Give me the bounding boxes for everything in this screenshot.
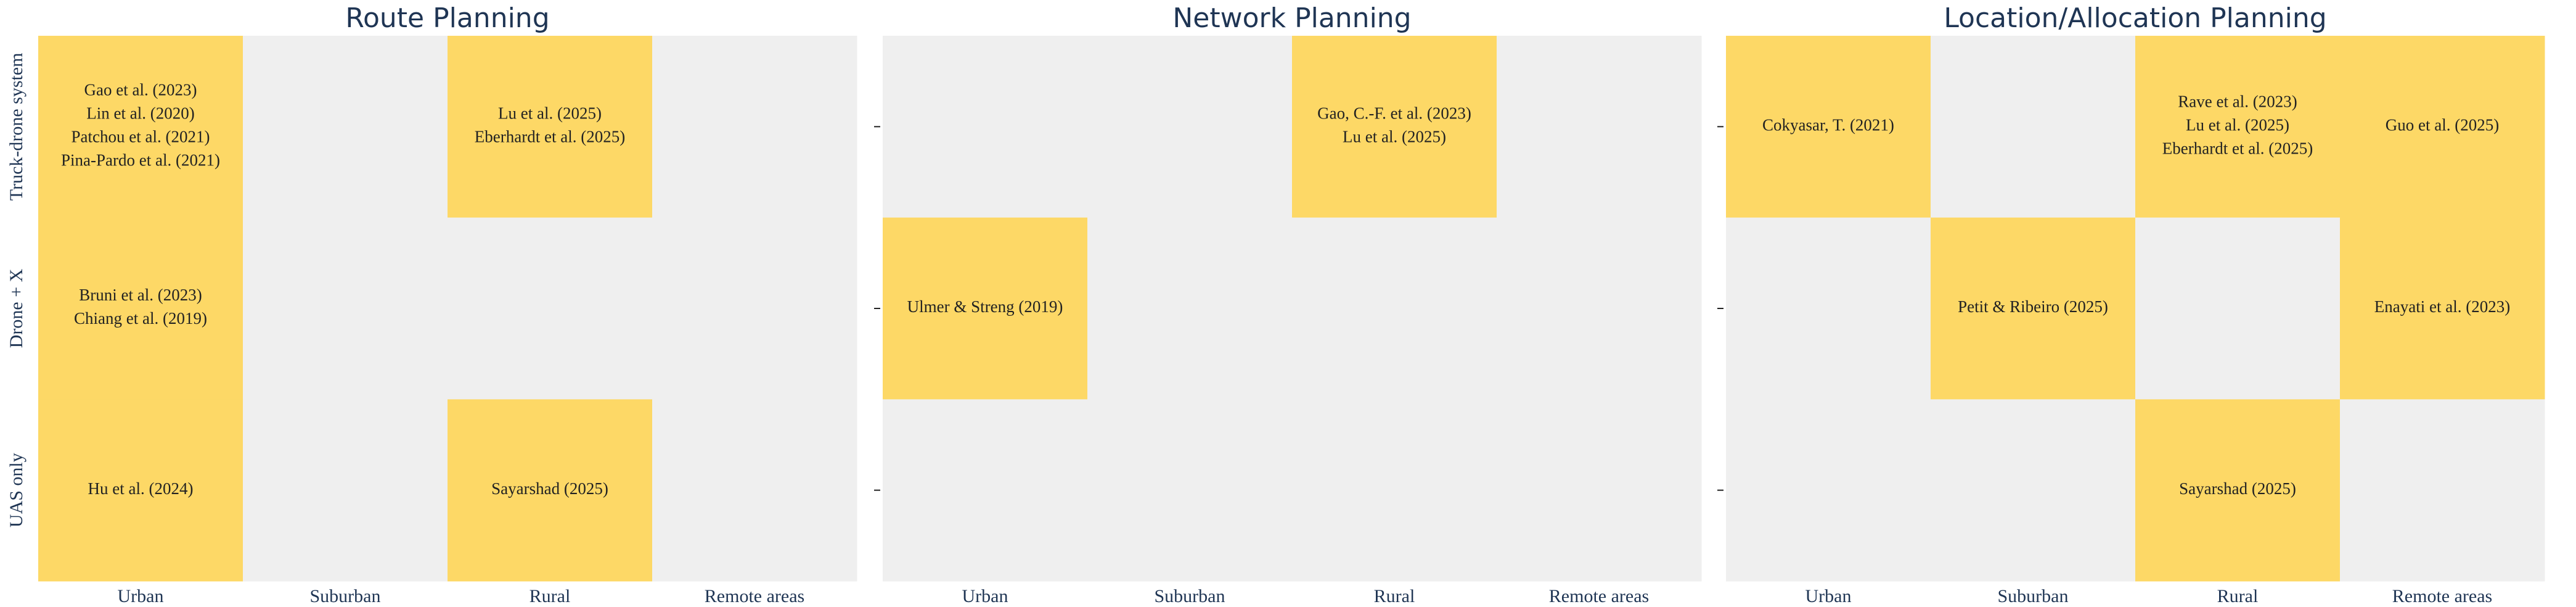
heatmap-cell <box>243 399 448 582</box>
heatmap-cell <box>38 217 243 400</box>
cell-reference: Lu et al. (2025) <box>498 104 602 123</box>
cell-reference: Chiang et al. (2019) <box>74 309 207 328</box>
cell-reference: Rave et al. (2023) <box>2178 93 2297 111</box>
x-tick-label: Rural <box>530 586 571 606</box>
panel-title: Location/Allocation Planning <box>1944 2 2326 34</box>
heatmap-cell <box>652 399 857 582</box>
x-tick-label: Suburban <box>1155 586 1225 606</box>
cell-reference: Enayati et al. (2023) <box>2374 297 2510 316</box>
x-tick-label: Rural <box>2217 586 2259 606</box>
heatmap-cell <box>243 36 448 218</box>
x-tick-label: Suburban <box>310 586 381 606</box>
cell-reference: Gao et al. (2023) <box>84 81 197 99</box>
panel-title: Network Planning <box>1172 2 1411 34</box>
cell-reference: Lu et al. (2025) <box>1343 128 1446 146</box>
x-tick-label: Remote areas <box>1549 586 1649 606</box>
cell-reference: Hu et al. (2024) <box>88 479 194 498</box>
heatmap-cell <box>448 217 653 400</box>
cell-reference: Lu et al. (2025) <box>2186 116 2289 134</box>
heatmap-cell <box>1931 36 2136 218</box>
heatmap-cell <box>38 36 243 218</box>
heatmap-cell <box>2135 399 2341 582</box>
cell-reference: Sayarshad (2025) <box>491 479 608 498</box>
cell-reference: Patchou et al. (2021) <box>72 128 210 146</box>
heatmap-cell <box>1931 217 2136 400</box>
heatmap-cell <box>1726 399 1931 582</box>
cell-reference: Pina-Pardo et al. (2021) <box>61 151 220 170</box>
heatmap-cell <box>1726 36 1931 218</box>
y-tick-label: Truck-drone system <box>6 52 27 200</box>
heatmap-cell <box>2135 217 2341 400</box>
cell-reference: Ulmer & Streng (2019) <box>907 297 1063 316</box>
heatmap-cell <box>1292 36 1497 218</box>
heatmap-cell <box>883 399 1088 582</box>
heatmap-cell <box>2340 399 2545 582</box>
x-tick-label: Rural <box>1374 586 1415 606</box>
heatmap-cell <box>1087 399 1293 582</box>
x-tick-label: Remote areas <box>2392 586 2492 606</box>
cell-reference: Gao, C.-F. et al. (2023) <box>1317 104 1471 123</box>
heatmap-cell <box>1087 36 1293 218</box>
heatmap-cell <box>1726 217 1931 400</box>
heatmap-cell <box>1497 399 1702 582</box>
heatmap-cell <box>2135 36 2341 218</box>
heatmap-cell <box>448 399 653 582</box>
cell-reference: Guo et al. (2025) <box>2386 116 2499 134</box>
cell-reference: Lin et al. (2020) <box>86 104 194 123</box>
cell-reference: Bruni et al. (2023) <box>79 286 202 304</box>
heatmap-cell <box>1497 217 1702 400</box>
cell-reference: Petit & Ribeiro (2025) <box>1958 297 2108 316</box>
cell-reference: Cokyasar, T. (2021) <box>1762 116 1894 134</box>
cell-reference: Eberhardt et al. (2025) <box>475 128 625 146</box>
x-tick-label: Suburban <box>1998 586 2069 606</box>
heatmap-cell <box>1087 217 1293 400</box>
heatmap-cell <box>1292 399 1497 582</box>
heatmap-cell <box>1931 399 2136 582</box>
heatmap-cell <box>883 217 1088 400</box>
heatmap-cell <box>883 36 1088 218</box>
y-tick-label: UAS only <box>6 453 27 527</box>
panel-title: Route Planning <box>345 2 549 34</box>
cell-reference: Sayarshad (2025) <box>2179 479 2296 498</box>
heatmap-cell <box>448 36 653 218</box>
heatmap-cell <box>243 217 448 400</box>
heatmap-cell <box>1497 36 1702 218</box>
heatmap-cell <box>38 399 243 582</box>
heatmap-cell <box>2340 36 2545 218</box>
heatmap-cell <box>652 36 857 218</box>
x-tick-label: Urban <box>118 586 164 606</box>
x-tick-label: Remote areas <box>705 586 804 606</box>
x-tick-label: Urban <box>962 586 1008 606</box>
x-tick-label: Urban <box>1805 586 1852 606</box>
heatmap-cell <box>1292 217 1497 400</box>
cell-reference: Eberhardt et al. (2025) <box>2162 139 2313 158</box>
heatmap-cell <box>2340 217 2545 400</box>
heatmap-cell <box>652 217 857 400</box>
y-tick-label: Drone + X <box>6 268 27 348</box>
